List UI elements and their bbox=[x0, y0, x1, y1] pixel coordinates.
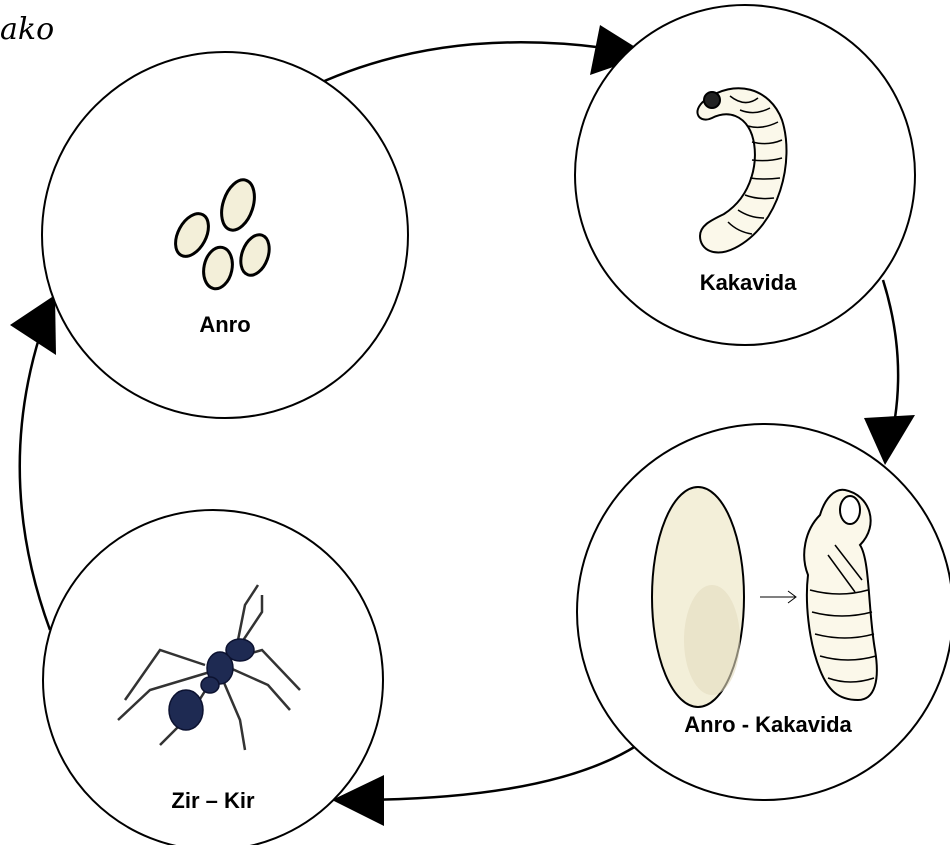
arrowhead-up-icon bbox=[10, 295, 56, 355]
stage-larva: Kakavida bbox=[575, 5, 915, 345]
arrow-larva-to-pupa bbox=[883, 280, 898, 418]
label-adult: Zir – Kir bbox=[171, 788, 255, 813]
arrow-egg-to-larva bbox=[295, 42, 605, 95]
arrow-pupa-to-adult bbox=[350, 740, 645, 800]
label-larva: Kakavida bbox=[700, 270, 797, 295]
label-egg: Anro bbox=[199, 312, 250, 337]
stage-egg: Anro bbox=[42, 52, 408, 418]
arrow-adult-to-egg bbox=[20, 335, 50, 630]
label-pupa: Anro - Kakavida bbox=[684, 712, 852, 737]
stage-pupa: Anro - Kakavida bbox=[577, 424, 950, 800]
cocoon-icon bbox=[652, 487, 744, 707]
stage-adult: Zir – Kir bbox=[43, 510, 383, 845]
